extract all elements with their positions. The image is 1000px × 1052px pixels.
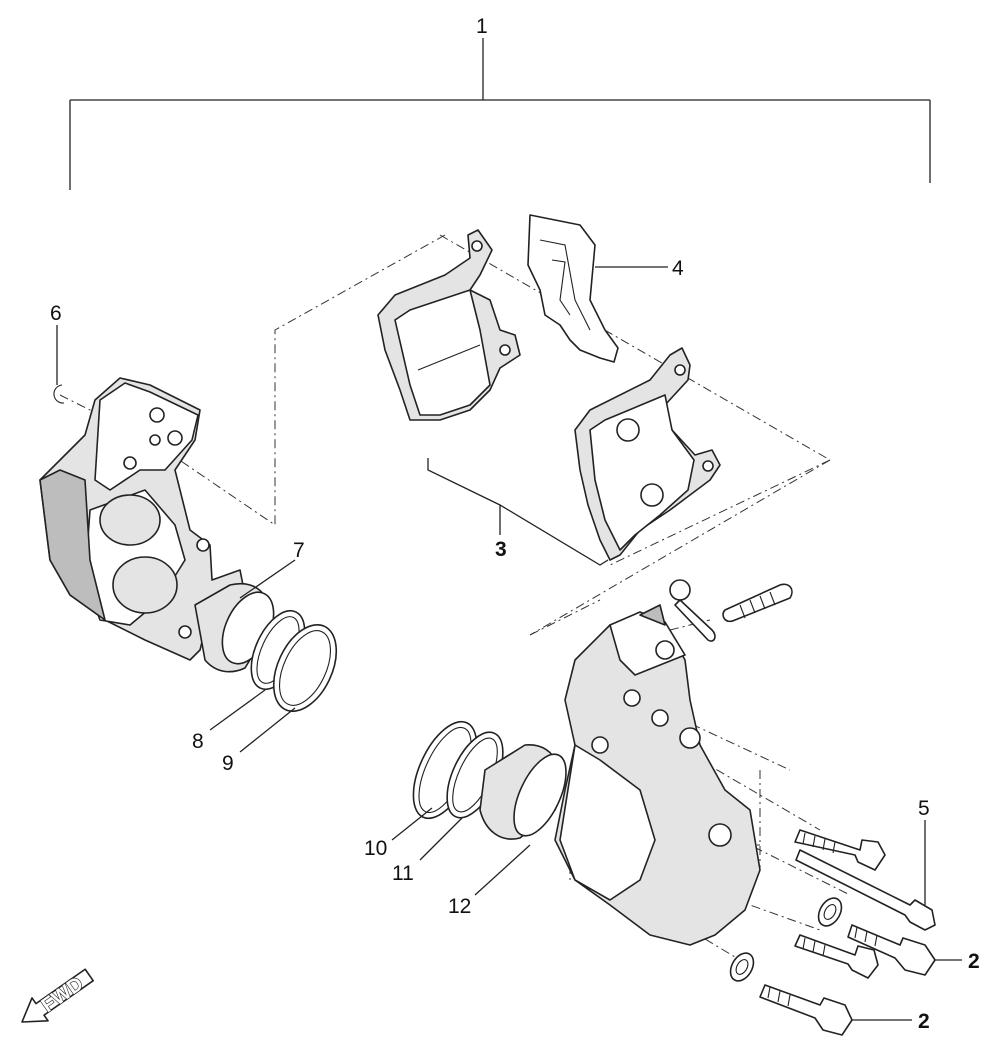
assembly-bracket bbox=[69, 38, 931, 190]
part-2-bolt-upper bbox=[847, 924, 936, 976]
leader-lines bbox=[56, 266, 962, 1021]
left-caliper-half bbox=[39, 377, 246, 661]
part-2-bolt-lower bbox=[759, 984, 853, 1036]
part-5-long-bolt bbox=[795, 849, 936, 931]
part-12-piston bbox=[479, 744, 567, 840]
callout-4: 4 bbox=[672, 257, 684, 280]
callout-1: 1 bbox=[476, 15, 488, 38]
right-caliper-half bbox=[554, 604, 761, 946]
pad-pin bbox=[722, 583, 793, 623]
callout-11: 11 bbox=[392, 862, 414, 885]
pin-clip bbox=[669, 579, 716, 642]
callout-3: 3 bbox=[495, 538, 507, 561]
callout-6: 6 bbox=[50, 302, 62, 325]
part-9-seal bbox=[272, 623, 338, 713]
callout-5: 5 bbox=[918, 797, 930, 820]
callout-8: 8 bbox=[192, 730, 204, 753]
callout-10: 10 bbox=[364, 837, 387, 860]
callout-2-lower: 2 bbox=[918, 1010, 930, 1033]
part-3-pad-rear bbox=[574, 347, 721, 561]
part-3-bracket bbox=[427, 458, 609, 566]
washer-upper bbox=[817, 897, 843, 927]
callout-2-upper: 2 bbox=[968, 950, 980, 973]
part-6-clip bbox=[53, 384, 65, 404]
washer-lower bbox=[729, 952, 755, 982]
fwd-arrow-icon: FWD bbox=[21, 968, 94, 1023]
callout-12: 12 bbox=[448, 895, 471, 918]
callout-labels: 1 4 6 7 3 8 9 5 10 11 12 2 2 bbox=[50, 15, 980, 1033]
callout-7: 7 bbox=[293, 539, 305, 562]
bolt-lower bbox=[794, 934, 879, 979]
callout-9: 9 bbox=[222, 752, 234, 775]
bolt-upper bbox=[794, 829, 886, 871]
part-4-pad-spring bbox=[527, 214, 619, 363]
part-3-pad-front bbox=[377, 229, 521, 421]
